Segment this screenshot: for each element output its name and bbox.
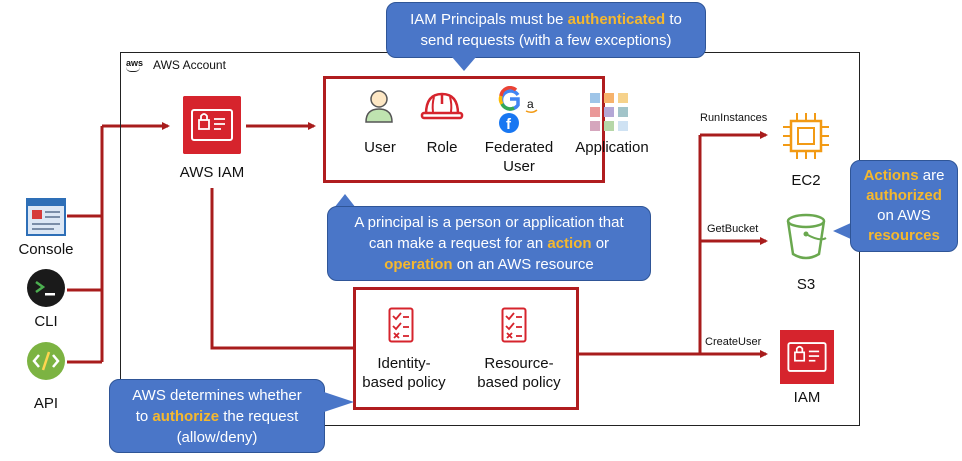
console-icon (26, 198, 66, 236)
principal-federated-label: Federated User (484, 139, 554, 175)
facebook-icon: f (499, 113, 519, 133)
resource-based-policy-label: Resource- based policy (477, 355, 561, 391)
aws-account-title: AWS Account (153, 58, 226, 72)
api-icon (27, 342, 65, 380)
iam-resource-label: IAM (793, 389, 821, 406)
role-hardhat-icon (420, 92, 464, 120)
ec2-label: EC2 (791, 172, 821, 189)
identity-based-policy-label: Identity- based policy (362, 355, 446, 391)
authorization-callout-pointer (324, 392, 354, 412)
federated-providers-icon: a f (498, 86, 538, 133)
principal-callout-pointer (334, 194, 356, 208)
principal-definition-callout: A principal is a person or application t… (327, 206, 651, 281)
iam-icon (183, 96, 241, 154)
principal-application-label: Application (575, 139, 649, 156)
authorization-callout: AWS determines whether to authorize the … (109, 379, 325, 453)
api-label: API (33, 395, 59, 412)
authentication-callout: IAM Principals must be authenticated to … (386, 2, 706, 58)
authentication-callout-pointer (452, 57, 476, 71)
svg-text:f: f (506, 116, 512, 133)
principals-box (323, 76, 605, 183)
principal-user-label: User (364, 139, 396, 156)
iam-to-policies-connector (210, 188, 353, 350)
google-icon (498, 86, 520, 111)
policies-box (353, 287, 579, 410)
actions-authorized-callout: Actions are authorized on AWS resources (850, 160, 958, 252)
amazon-icon: a (527, 97, 534, 111)
run-instances-action-label: RunInstances (700, 112, 768, 124)
cli-icon (27, 269, 65, 307)
console-label: Console (18, 241, 74, 258)
principal-role-label: Role (426, 139, 458, 156)
aws-logo-icon: aws (126, 58, 143, 72)
resource-policy-checklist-icon (501, 307, 527, 343)
aws-account-header: aws AWS Account (126, 58, 226, 72)
application-grid-icon (590, 93, 628, 131)
actions-callout-pointer (833, 222, 853, 240)
cli-label: CLI (34, 313, 58, 330)
s3-label: S3 (796, 276, 816, 293)
s3-bucket-icon (786, 213, 827, 260)
create-user-action-label: CreateUser (705, 336, 762, 348)
iam-resource-icon (780, 330, 834, 384)
ec2-chip-icon (783, 113, 829, 159)
user-icon (365, 90, 393, 123)
aws-iam-label: AWS IAM (179, 164, 245, 181)
get-bucket-action-label: GetBucket (707, 223, 759, 235)
identity-policy-checklist-icon (388, 307, 414, 343)
